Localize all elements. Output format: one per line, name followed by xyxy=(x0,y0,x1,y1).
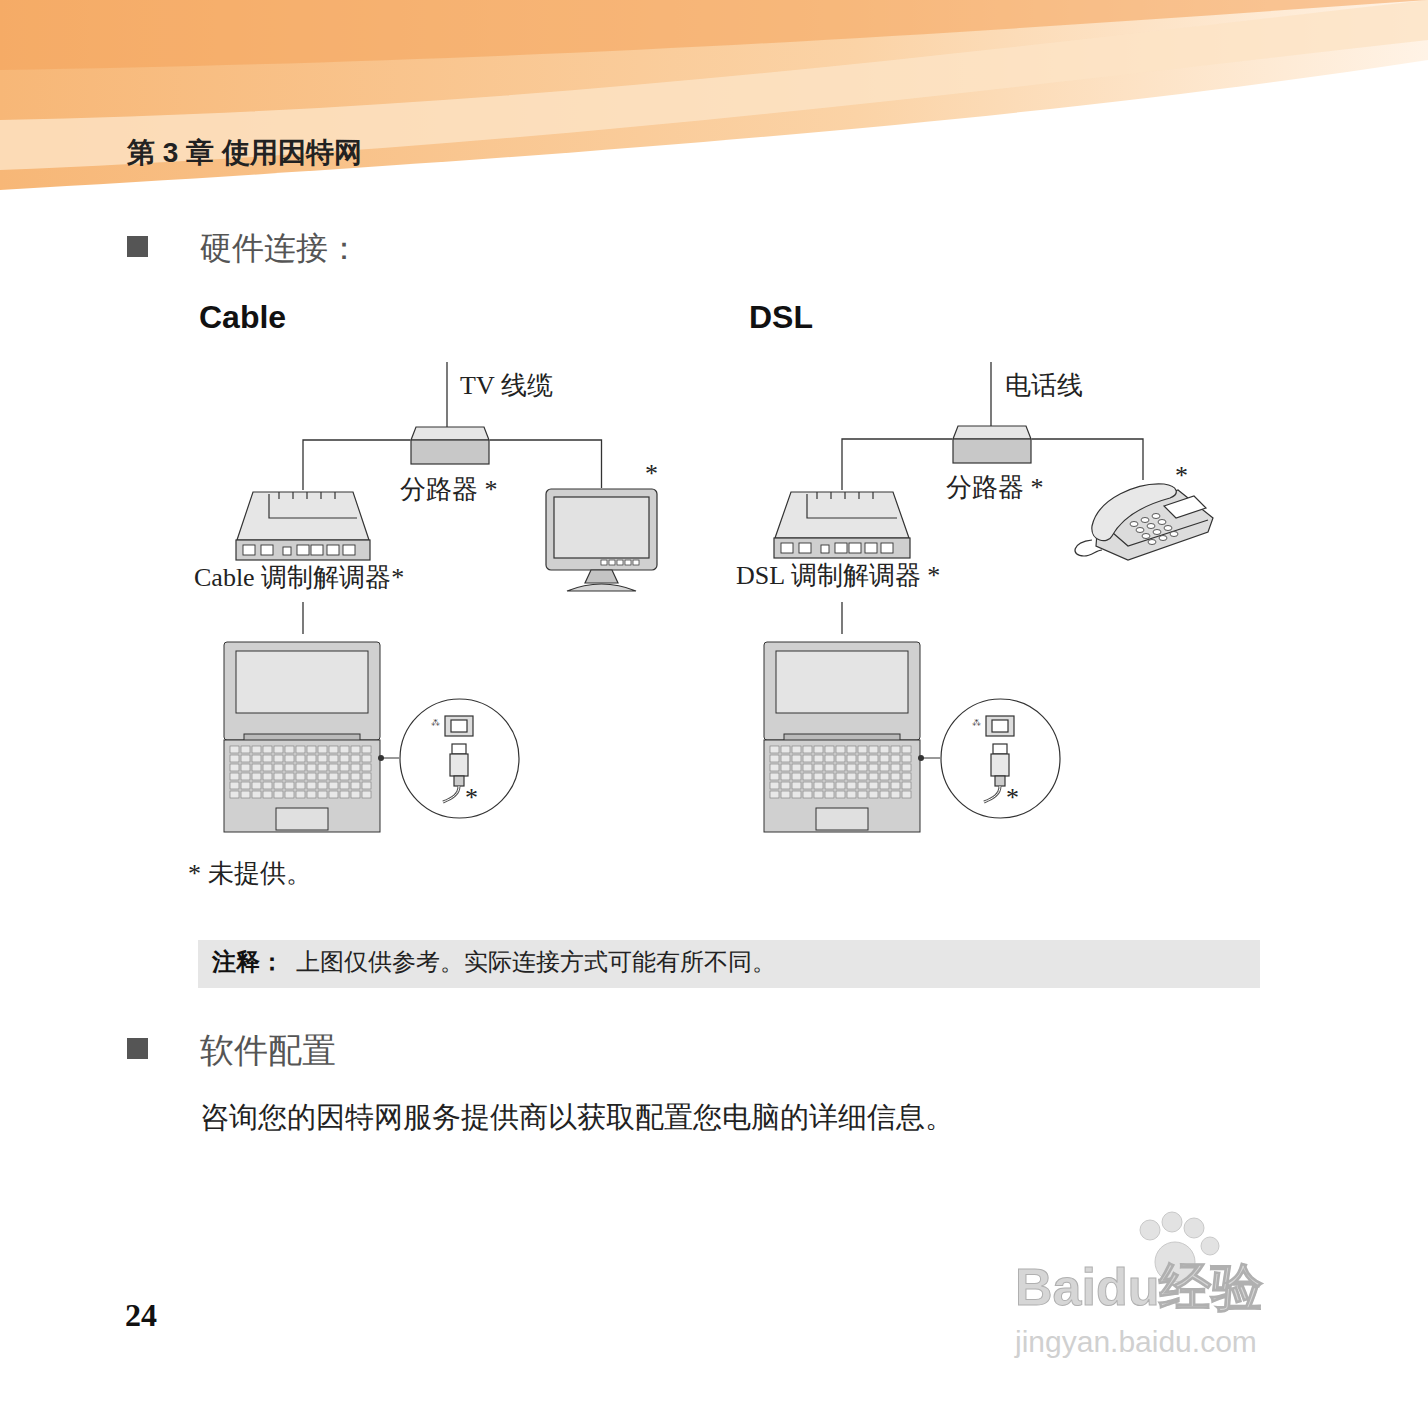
splitter-outline xyxy=(952,425,1032,465)
cable-label: TV 线缆 xyxy=(460,370,553,401)
splitter-shape xyxy=(953,426,1031,463)
note-bar xyxy=(198,940,1260,988)
telephone-outline xyxy=(1068,480,1218,562)
node-label: 分路器 * xyxy=(400,474,498,505)
page-number: 24 xyxy=(125,1296,157,1334)
cable-line xyxy=(990,362,991,426)
laptop xyxy=(764,642,924,832)
section-heading: 硬件连接： xyxy=(200,229,360,267)
laptop xyxy=(224,642,384,832)
port-callout: ⁂* xyxy=(399,698,520,819)
modem-shape xyxy=(236,492,370,560)
modem-shape xyxy=(774,492,910,558)
connector xyxy=(490,440,602,488)
chapter-header: 第 3 章 使用因特网 xyxy=(127,136,362,170)
port-callout-outline: ⁂ xyxy=(940,698,1061,819)
connector xyxy=(842,439,952,490)
port-callout: ⁂* xyxy=(940,698,1061,819)
body-text: 咨询您的因特网服务提供商以获取配置您电脑的详细信息。 xyxy=(200,1100,954,1135)
watermark: Baidu经验 xyxy=(1015,1256,1263,1318)
port-shape: ⁂ xyxy=(400,699,519,818)
splitter: 分路器 * xyxy=(952,425,1032,465)
splitter-shape xyxy=(411,427,489,464)
node-label: * xyxy=(465,782,478,813)
diagram-heading: DSL xyxy=(749,298,813,336)
connector xyxy=(303,440,410,490)
note-label: 注释： xyxy=(212,948,284,977)
node-label: 分路器 * xyxy=(946,472,1044,503)
tv-monitor: * xyxy=(545,488,658,593)
node-label: DSL 调制解调器 * xyxy=(736,560,940,591)
connector xyxy=(1032,439,1143,480)
svg-text:⁂: ⁂ xyxy=(431,718,440,728)
node-label: * xyxy=(1006,782,1019,813)
bullet-square xyxy=(127,236,148,257)
splitter: 分路器 * xyxy=(410,426,490,466)
port-shape: ⁂ xyxy=(941,699,1060,818)
splitter-outline xyxy=(410,426,490,466)
header-band xyxy=(0,0,1428,190)
modem-outline xyxy=(773,490,911,560)
cable-line xyxy=(841,602,842,634)
tv-monitor-outline xyxy=(545,488,658,593)
modem: DSL 调制解调器 * xyxy=(773,490,911,560)
cable-line xyxy=(446,362,447,427)
bullet-square xyxy=(127,1038,148,1059)
modem-outline xyxy=(235,490,371,562)
cable-label: 电话线 xyxy=(1005,370,1083,401)
node-label: * xyxy=(1175,460,1188,491)
svg-text:⁂: ⁂ xyxy=(972,718,981,728)
note-text: 上图仅供参考。实际连接方式可能有所不同。 xyxy=(296,948,776,977)
diagram-heading: Cable xyxy=(199,298,286,336)
cable-line xyxy=(302,602,303,634)
monitor-shape xyxy=(546,489,657,591)
footnote: * 未提供。 xyxy=(188,858,312,889)
port-callout-outline: ⁂ xyxy=(399,698,520,819)
cable-line xyxy=(381,758,399,759)
node-label: * xyxy=(645,458,658,489)
cable-line xyxy=(921,758,940,759)
phone-shape xyxy=(1075,484,1213,560)
telephone: * xyxy=(1068,480,1218,562)
node-label: Cable 调制解调器* xyxy=(194,562,404,593)
watermark: jingyan.baidu.com xyxy=(1015,1324,1257,1360)
section-heading: 软件配置 xyxy=(200,1030,336,1071)
modem: Cable 调制解调器* xyxy=(235,490,371,562)
